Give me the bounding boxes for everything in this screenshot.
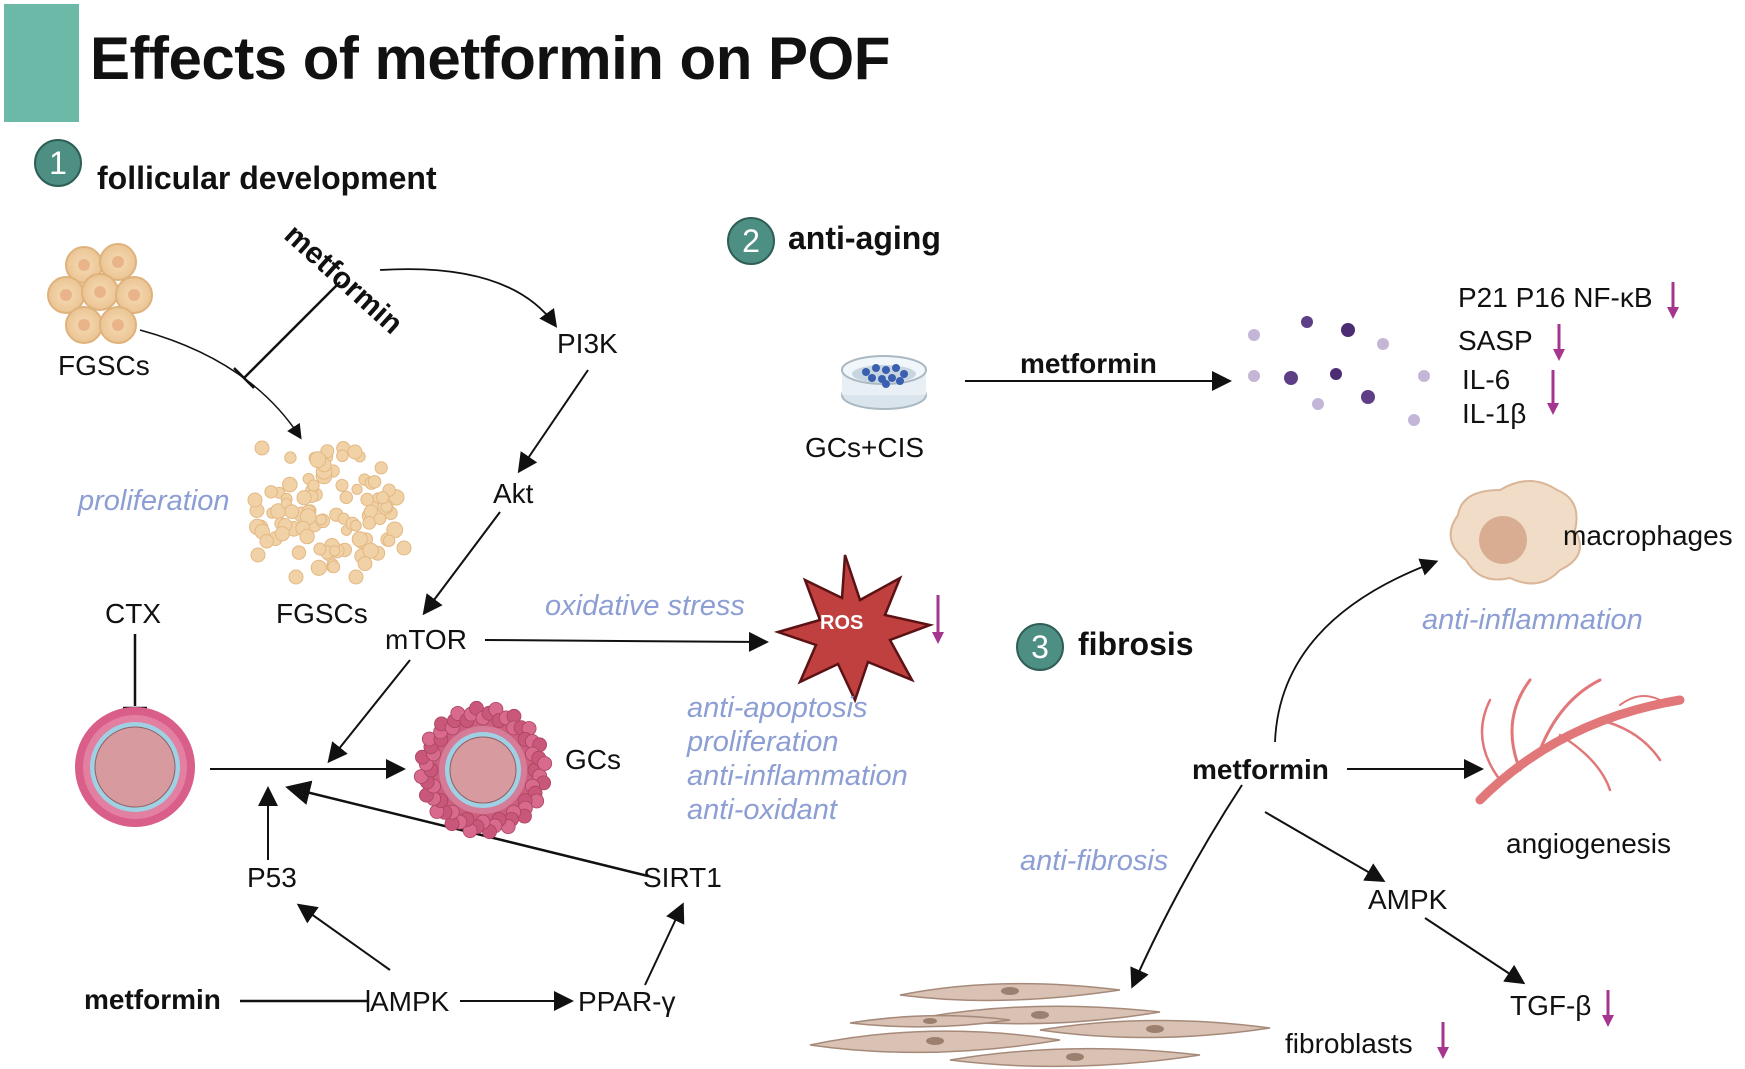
- ros-label: ROS: [820, 612, 864, 634]
- il1b-label: IL-1β: [1462, 398, 1527, 429]
- ampk-node-left: AMPK: [370, 986, 450, 1017]
- macrophage-icon: [1449, 480, 1581, 585]
- ctx-label: CTX: [105, 598, 161, 629]
- gcs-label: GCs: [565, 744, 621, 775]
- fibroblasts-icon: [809, 982, 1271, 1068]
- akt-node: Akt: [493, 478, 534, 509]
- oxidative-stress-label: oxidative stress: [545, 590, 745, 622]
- fgscs-label-1: FGSCs: [58, 350, 150, 381]
- macrophages-label: macrophages: [1563, 520, 1733, 551]
- petri-dish-icon: [841, 355, 927, 410]
- page-title: Effects of metformin on POF: [90, 25, 890, 92]
- gcs-cis-label: GCs+CIS: [805, 432, 925, 463]
- mtor-node: mTOR: [385, 624, 467, 655]
- ros-burst-icon: [773, 554, 935, 704]
- pi3k-node: PI3K: [557, 328, 618, 359]
- anti-fibrosis-label: anti-fibrosis: [1020, 845, 1169, 877]
- proliferation-label: proliferation: [78, 485, 230, 517]
- effect-anti-oxidant: anti-oxidant: [687, 794, 837, 826]
- fgscs-proliferation-icon: [247, 440, 412, 585]
- fibroblasts-label: fibroblasts: [1285, 1028, 1413, 1059]
- section-1-title: follicular development: [97, 160, 437, 196]
- blood-vessel-icon: [1475, 678, 1685, 805]
- title-accent-bar: [4, 4, 79, 122]
- metformin-label-fibrosis: metformin: [1192, 754, 1329, 785]
- sirt1-node: SIRT1: [643, 862, 722, 893]
- anti-inflammation-label: anti-inflammation: [1422, 604, 1643, 636]
- ppar-gamma-node: PPAR-γ: [578, 986, 676, 1017]
- effect-anti-inflammation: anti-inflammation: [687, 760, 908, 792]
- p53-node: P53: [247, 862, 297, 893]
- metformin-label-bottom: metformin: [84, 984, 221, 1015]
- fgscs-cluster-icon: [47, 243, 153, 344]
- fgscs-label-2: FGSCs: [276, 598, 368, 629]
- section-3-title: fibrosis: [1078, 626, 1194, 662]
- section-1-badge: 1: [34, 139, 82, 187]
- follicle-icon: [75, 707, 195, 827]
- sasp-particles-icon: [1248, 316, 1430, 426]
- metformin-label-aging: metformin: [1020, 348, 1157, 379]
- sasp-label: SASP: [1458, 325, 1533, 356]
- section-2-title: anti-aging: [788, 220, 941, 256]
- granulosa-cells-icon: [413, 700, 553, 840]
- ampk-node-right: AMPK: [1368, 884, 1448, 915]
- p21-p16-nfkb-label: P21 P16 NF-κB: [1458, 282, 1653, 313]
- effect-proliferation: proliferation: [687, 726, 839, 758]
- section-2-badge: 2: [727, 217, 775, 265]
- tgf-beta-label: TGF-β: [1510, 990, 1592, 1021]
- effect-anti-apoptosis: anti-apoptosis: [687, 692, 868, 724]
- section-3-badge: 3: [1016, 623, 1064, 671]
- il6-label: IL-6: [1462, 364, 1511, 395]
- angiogenesis-label: angiogenesis: [1506, 828, 1672, 859]
